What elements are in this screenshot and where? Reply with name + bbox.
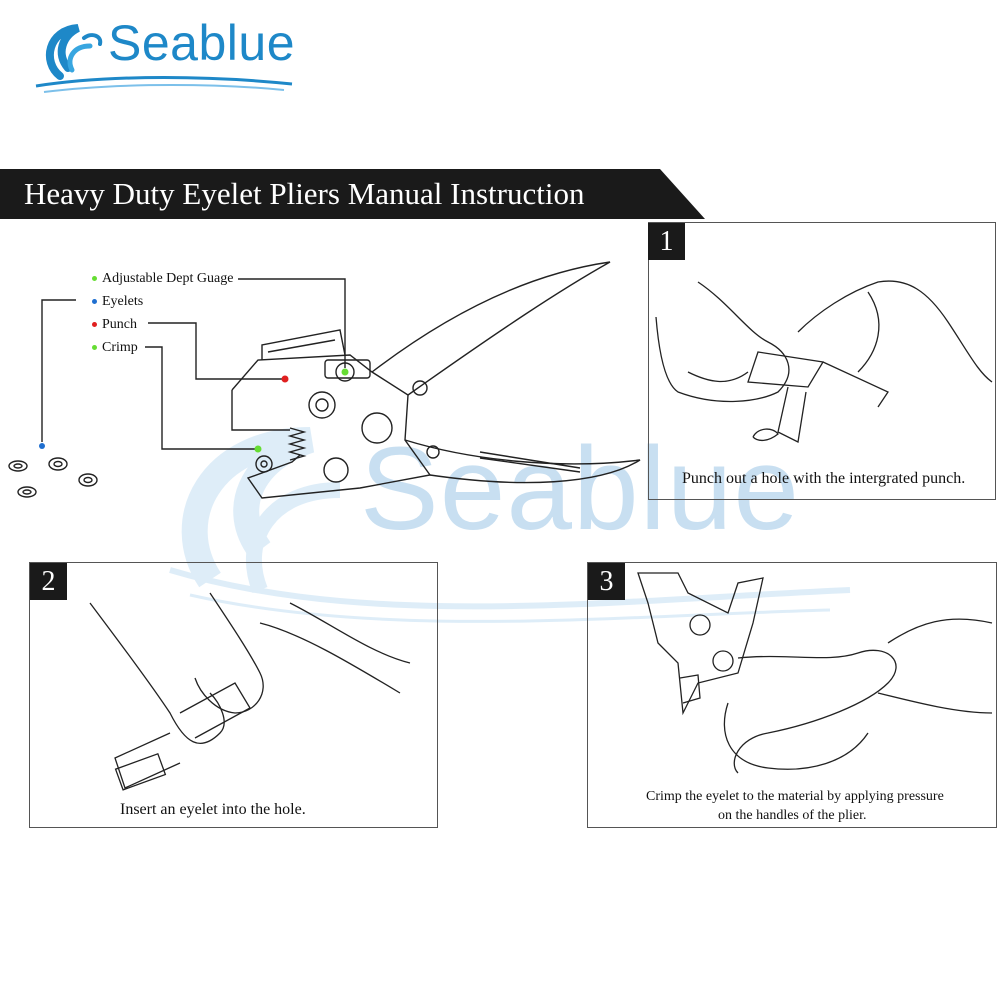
hand-inserting-eyelet-illustration	[89, 592, 411, 791]
green-dot-icon	[92, 276, 97, 282]
hand-crimping-illustration	[637, 572, 993, 774]
step-3-caption-line-1: Crimp the eyelet to the material by appl…	[646, 789, 944, 804]
step-2-number: 2	[30, 563, 67, 600]
title-banner	[0, 169, 705, 219]
wave-logo-icon	[45, 24, 103, 80]
step-1-caption: Punch out a hole with the intergrated pu…	[682, 470, 966, 487]
step-3-panel	[587, 562, 997, 828]
step-2-panel	[29, 562, 438, 828]
step-3-number: 3	[588, 563, 625, 600]
watermark-text: Seablue	[360, 423, 801, 555]
blue-dot-icon	[92, 299, 97, 305]
brand-logo-text: Seablue	[108, 15, 295, 71]
logo-swoosh-icon	[35, 76, 293, 93]
step-1-number: 1	[648, 223, 685, 260]
step-1-panel	[648, 222, 996, 500]
legend-label: Eyelets	[102, 294, 144, 309]
page-title: Heavy Duty Eyelet Pliers Manual Instruct…	[24, 176, 585, 211]
legend-label: Crimp	[102, 340, 138, 355]
legend-item-depth-gauge: Adjustable Dept Guage	[92, 271, 233, 287]
hand-punching-illustration	[655, 280, 993, 443]
green-dot-icon	[92, 345, 97, 351]
red-dot-icon	[92, 322, 97, 328]
legend-item-crimp: Crimp	[92, 340, 138, 356]
step-2-caption: Insert an eyelet into the hole.	[120, 801, 306, 818]
legend-label: Adjustable Dept Guage	[102, 271, 234, 286]
step-3-caption-line-2: on the handles of the plier.	[718, 808, 867, 823]
legend-item-eyelets: Eyelets	[92, 294, 143, 310]
legend-item-punch: Punch	[92, 317, 137, 333]
legend-label: Punch	[102, 317, 137, 332]
